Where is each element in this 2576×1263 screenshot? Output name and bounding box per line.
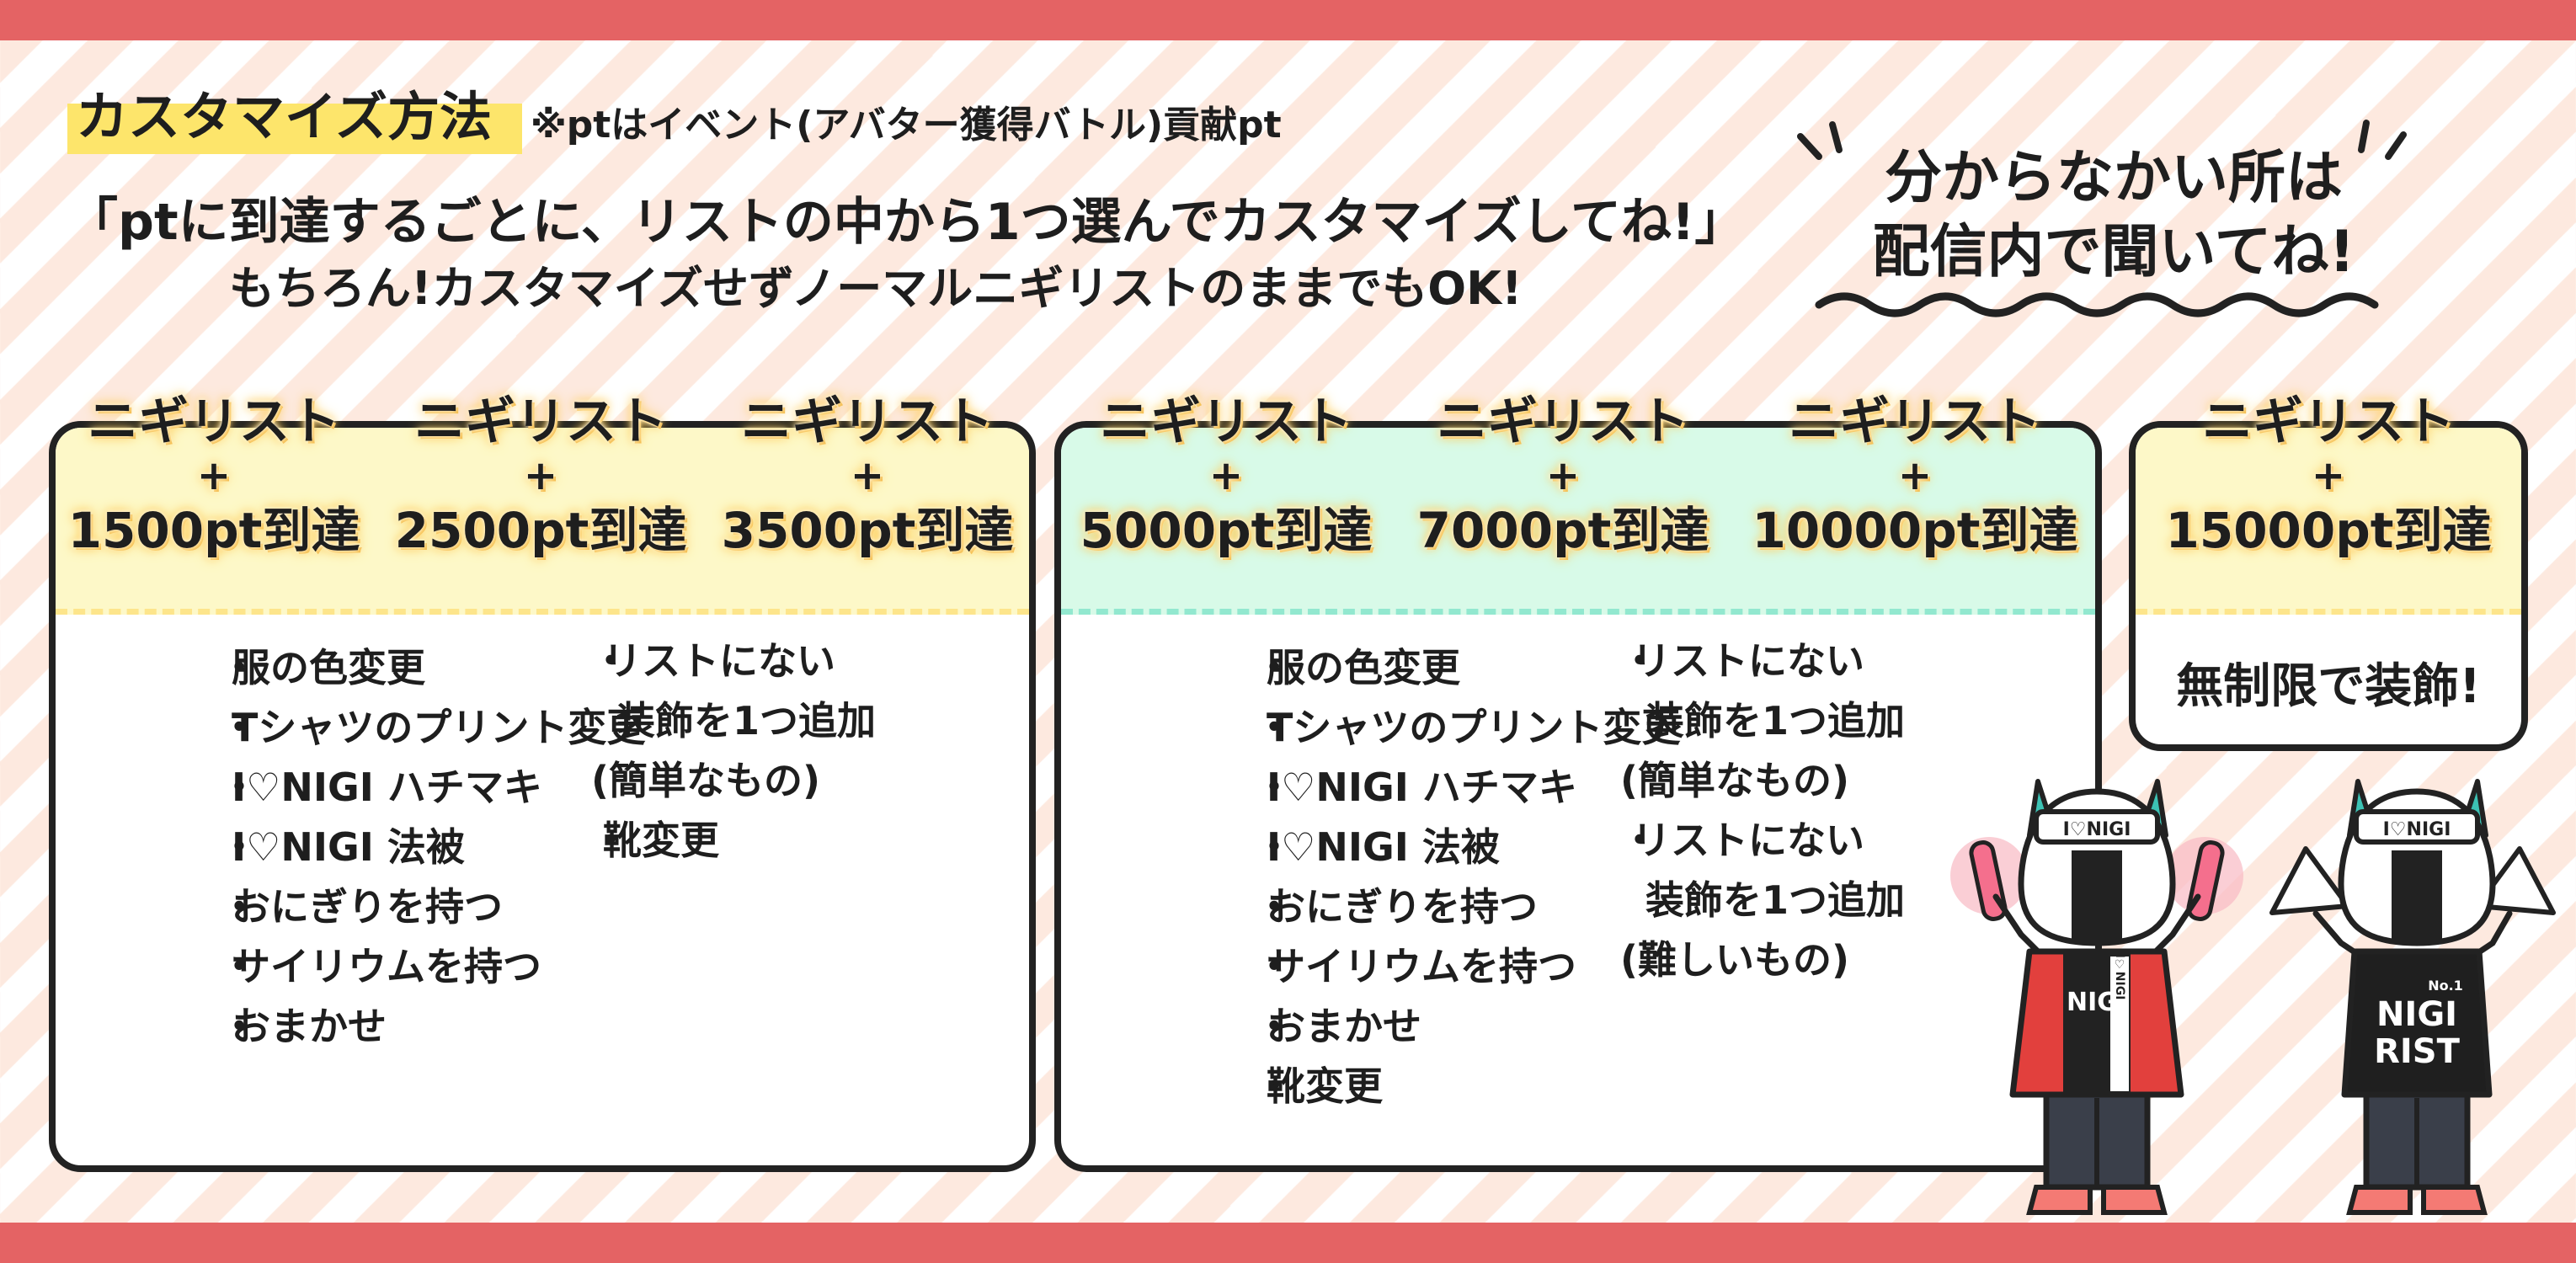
- level-5000: ニギリスト+5000pt到達: [1080, 392, 1373, 559]
- tier-card-3-header: [2136, 428, 2521, 615]
- list-item: ・Tシャツのプリント変更: [1255, 705, 1681, 750]
- tier-card-1-header: [56, 428, 1029, 615]
- list-item: ・おにぎりを持つ: [1255, 884, 1538, 930]
- pt-note: ※ptはイベント(アバター獲得バトル)貢献pt: [531, 104, 1282, 147]
- bottom-banner: [0, 1223, 2576, 1263]
- sparkle-left-icon: [1797, 121, 1843, 160]
- card2-options-left: ・服の色変更 ・Tシャツのプリント変更 ・I♡NIGI ハチマキ ・I♡NIGI…: [1255, 638, 1680, 1116]
- instruction-quote: 「ptに到達するごとに、リストの中から1つ選んでカスタマイズしてね!」: [67, 193, 1746, 252]
- list-item: ・I♡NIGI 法被: [220, 824, 465, 870]
- list-item: ・サイリウムを持つ: [1255, 944, 1576, 989]
- list-item: ・リストにない: [1620, 638, 1864, 684]
- list-item: ・靴変更: [591, 818, 719, 863]
- top-banner: [0, 0, 2576, 40]
- glowstick-right-icon: [2166, 837, 2243, 921]
- level-10000: ニギリスト+10000pt到達: [1752, 392, 2078, 559]
- list-item: (簡単なもの): [1620, 758, 1850, 803]
- list-item: ・おまかせ: [220, 1004, 387, 1049]
- list-item: ・服の色変更: [1255, 645, 1460, 690]
- shirt-rank-text: No.1: [2428, 978, 2463, 994]
- glowstick-left-icon: [1950, 837, 2028, 921]
- list-item: ・サイリウムを持つ: [220, 944, 541, 989]
- list-item: ・I♡NIGI ハチマキ: [220, 765, 542, 810]
- list-item: ・Tシャツのプリント変更: [220, 705, 646, 750]
- card1-options-left: ・服の色変更 ・Tシャツのプリント変更 ・I♡NIGI ハチマキ ・I♡NIGI…: [220, 638, 645, 1057]
- list-item: ・I♡NIGI 法被: [1255, 824, 1500, 870]
- list-item: ・I♡NIGI ハチマキ: [1255, 765, 1577, 810]
- ask-callout: 分からなかい所は 配信内で聞いてね!: [1836, 141, 2392, 290]
- ask-line-1: 分からなかい所は: [1884, 145, 2343, 211]
- instruction-sub: もちろん!カスタマイズせずノーマルニギリストのままでもOK!: [229, 262, 1523, 315]
- ask-line-2: 配信内で聞いてね!: [1872, 219, 2355, 285]
- card2-options-right: ・リストにない 装飾を1つ追加 (簡単なもの) ・リストにない 装飾を1つ追加 …: [1620, 632, 1905, 990]
- onigiri-right-icon: [2475, 846, 2556, 915]
- level-7000: ニギリスト+7000pt到達: [1416, 392, 1709, 559]
- sparkle-right-icon: [2358, 120, 2407, 160]
- headband-text: I♡NIGI: [2063, 819, 2131, 840]
- shirt-text-bottom: RIST: [2374, 1032, 2460, 1071]
- nigirist-onigiri-character: I♡NIGI No.1 NIGI RIST: [2269, 779, 2556, 1215]
- title-text: カスタマイズ方法: [76, 86, 493, 147]
- list-item: 装飾を1つ追加: [616, 698, 877, 743]
- list-item: 装飾を1つ追加: [1645, 877, 1906, 923]
- happi-collar-text: I♡NIGI: [2113, 954, 2126, 1000]
- list-item: ・リストにない: [1620, 818, 1864, 863]
- card1-options-right: ・リストにない 装飾を1つ追加 (簡単なもの) ・靴変更: [591, 632, 876, 871]
- headband-text: I♡NIGI: [2383, 819, 2451, 840]
- tier-card-1: ・服の色変更 ・Tシャツのプリント変更 ・I♡NIGI ハチマキ ・I♡NIGI…: [49, 421, 1036, 1172]
- tier-card-2: ・服の色変更 ・Tシャツのプリント変更 ・I♡NIGI ハチマキ ・I♡NIGI…: [1054, 421, 2102, 1172]
- level-2500: ニギリスト+2500pt到達: [394, 392, 687, 559]
- level-1500: ニギリスト+1500pt到達: [67, 392, 360, 559]
- tier-card-2-header: [1061, 428, 2095, 615]
- unlimited-decoration: 無制限で装飾!: [2176, 659, 2481, 714]
- list-item: (難しいもの): [1620, 937, 1850, 983]
- level-3500: ニギリスト+3500pt到達: [721, 392, 1014, 559]
- list-item: (簡単なもの): [591, 758, 821, 803]
- list-item: ・おまかせ: [1255, 1004, 1421, 1049]
- nigirist-happi-character: I♡NIGI NIGI I♡NIGI: [1950, 779, 2243, 1215]
- level-15000: ニギリスト+15000pt到達: [2165, 392, 2492, 559]
- list-item: ・服の色変更: [220, 645, 425, 690]
- list-item: ・リストにない: [591, 638, 835, 684]
- list-item: 装飾を1つ追加: [1645, 698, 1906, 743]
- customize-title: カスタマイズ方法: [67, 80, 523, 154]
- title-highlight: [67, 104, 523, 154]
- list-item: ・靴変更: [1255, 1063, 1383, 1109]
- tier-card-3: [2129, 421, 2528, 751]
- list-item: ・おにぎりを持つ: [220, 884, 503, 930]
- wave-underline-icon: [1815, 292, 2379, 317]
- onigiri-left-icon: [2269, 846, 2350, 915]
- shirt-text-top: NIGI: [2376, 995, 2457, 1034]
